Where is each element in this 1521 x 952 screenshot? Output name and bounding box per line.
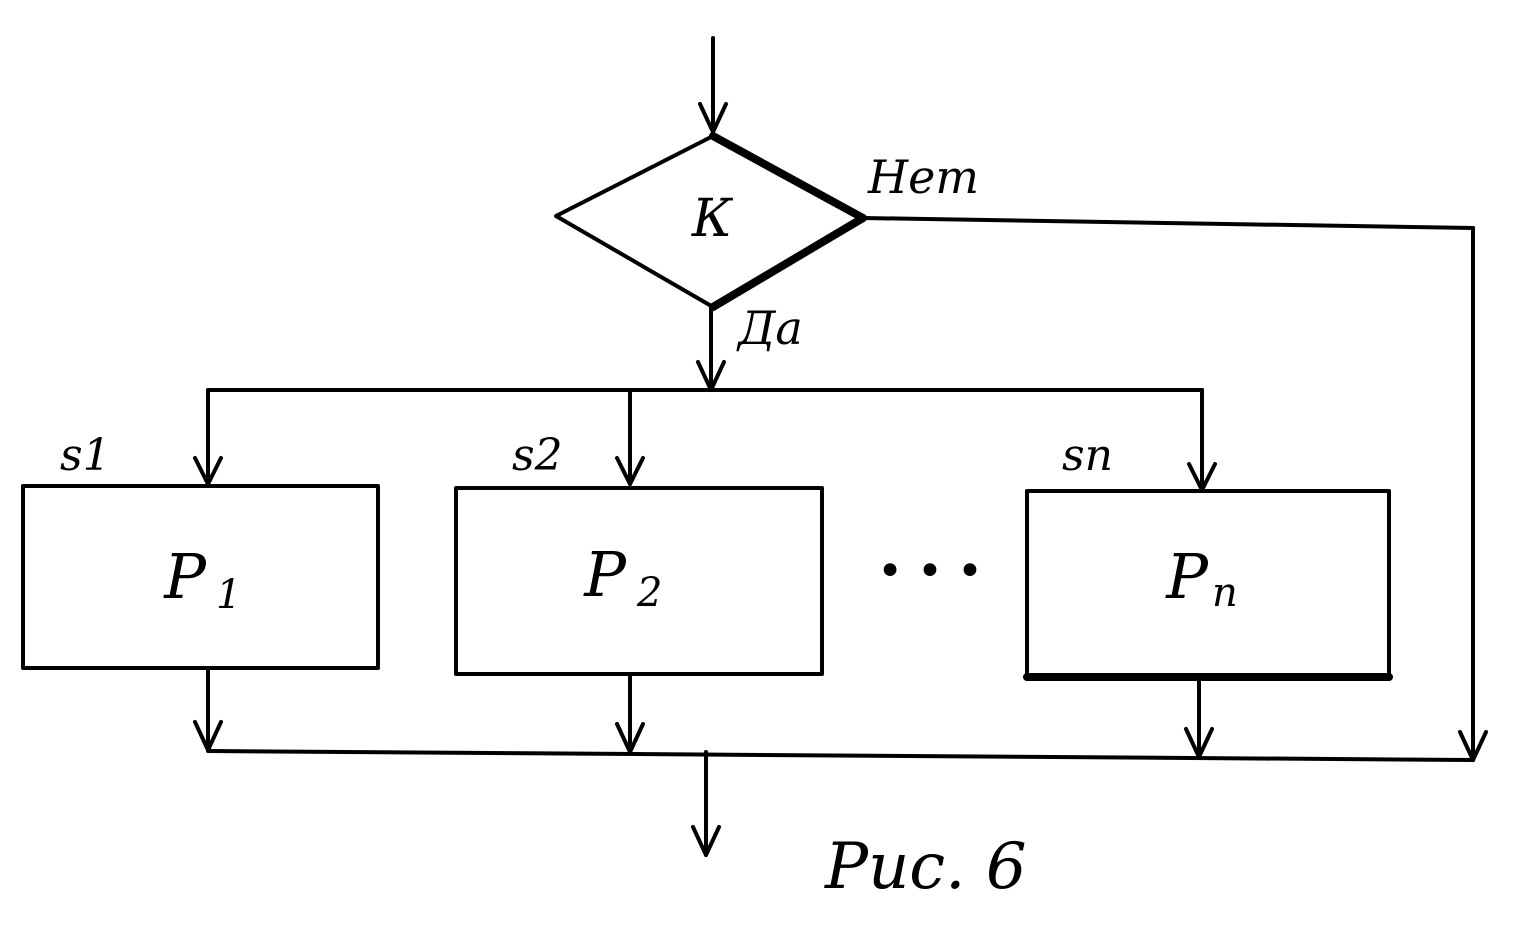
merge-bar-bottom <box>206 749 1475 762</box>
selector-label-2: s2 <box>512 430 563 481</box>
process-box-n: P n <box>1023 489 1393 681</box>
decision-node: К <box>554 132 867 311</box>
branch-arrow-1 <box>193 388 223 486</box>
output-arrow-2 <box>615 672 645 754</box>
ellipsis-dots: • • • <box>877 546 983 597</box>
process-box-2: P 2 <box>454 486 824 676</box>
yes-branch-label: Да <box>736 301 803 355</box>
process-box-1: P 1 <box>21 484 380 670</box>
process-label-2-main: P <box>583 538 627 611</box>
decision-label: К <box>691 189 734 249</box>
no-branch-label: Нет <box>867 150 979 204</box>
figure-caption: Рис. 6 <box>824 830 1027 904</box>
output-arrow-1 <box>193 666 223 752</box>
process-label-n-sub: n <box>1212 570 1238 616</box>
process-label-1-sub: 1 <box>216 572 241 618</box>
process-label-2-sub: 2 <box>636 570 662 616</box>
process-label-n-main: P <box>1165 540 1209 613</box>
selector-label-n: sn <box>1062 430 1113 481</box>
selector-label-1: s1 <box>60 430 111 481</box>
branch-arrow-2 <box>615 388 645 486</box>
output-arrow-n <box>1184 677 1214 759</box>
exit-arrow <box>691 750 721 857</box>
process-label-1-main: P <box>163 540 207 613</box>
yes-arrow <box>696 305 726 392</box>
branch-arrow-n <box>1187 388 1217 492</box>
entry-arrow <box>698 36 728 134</box>
